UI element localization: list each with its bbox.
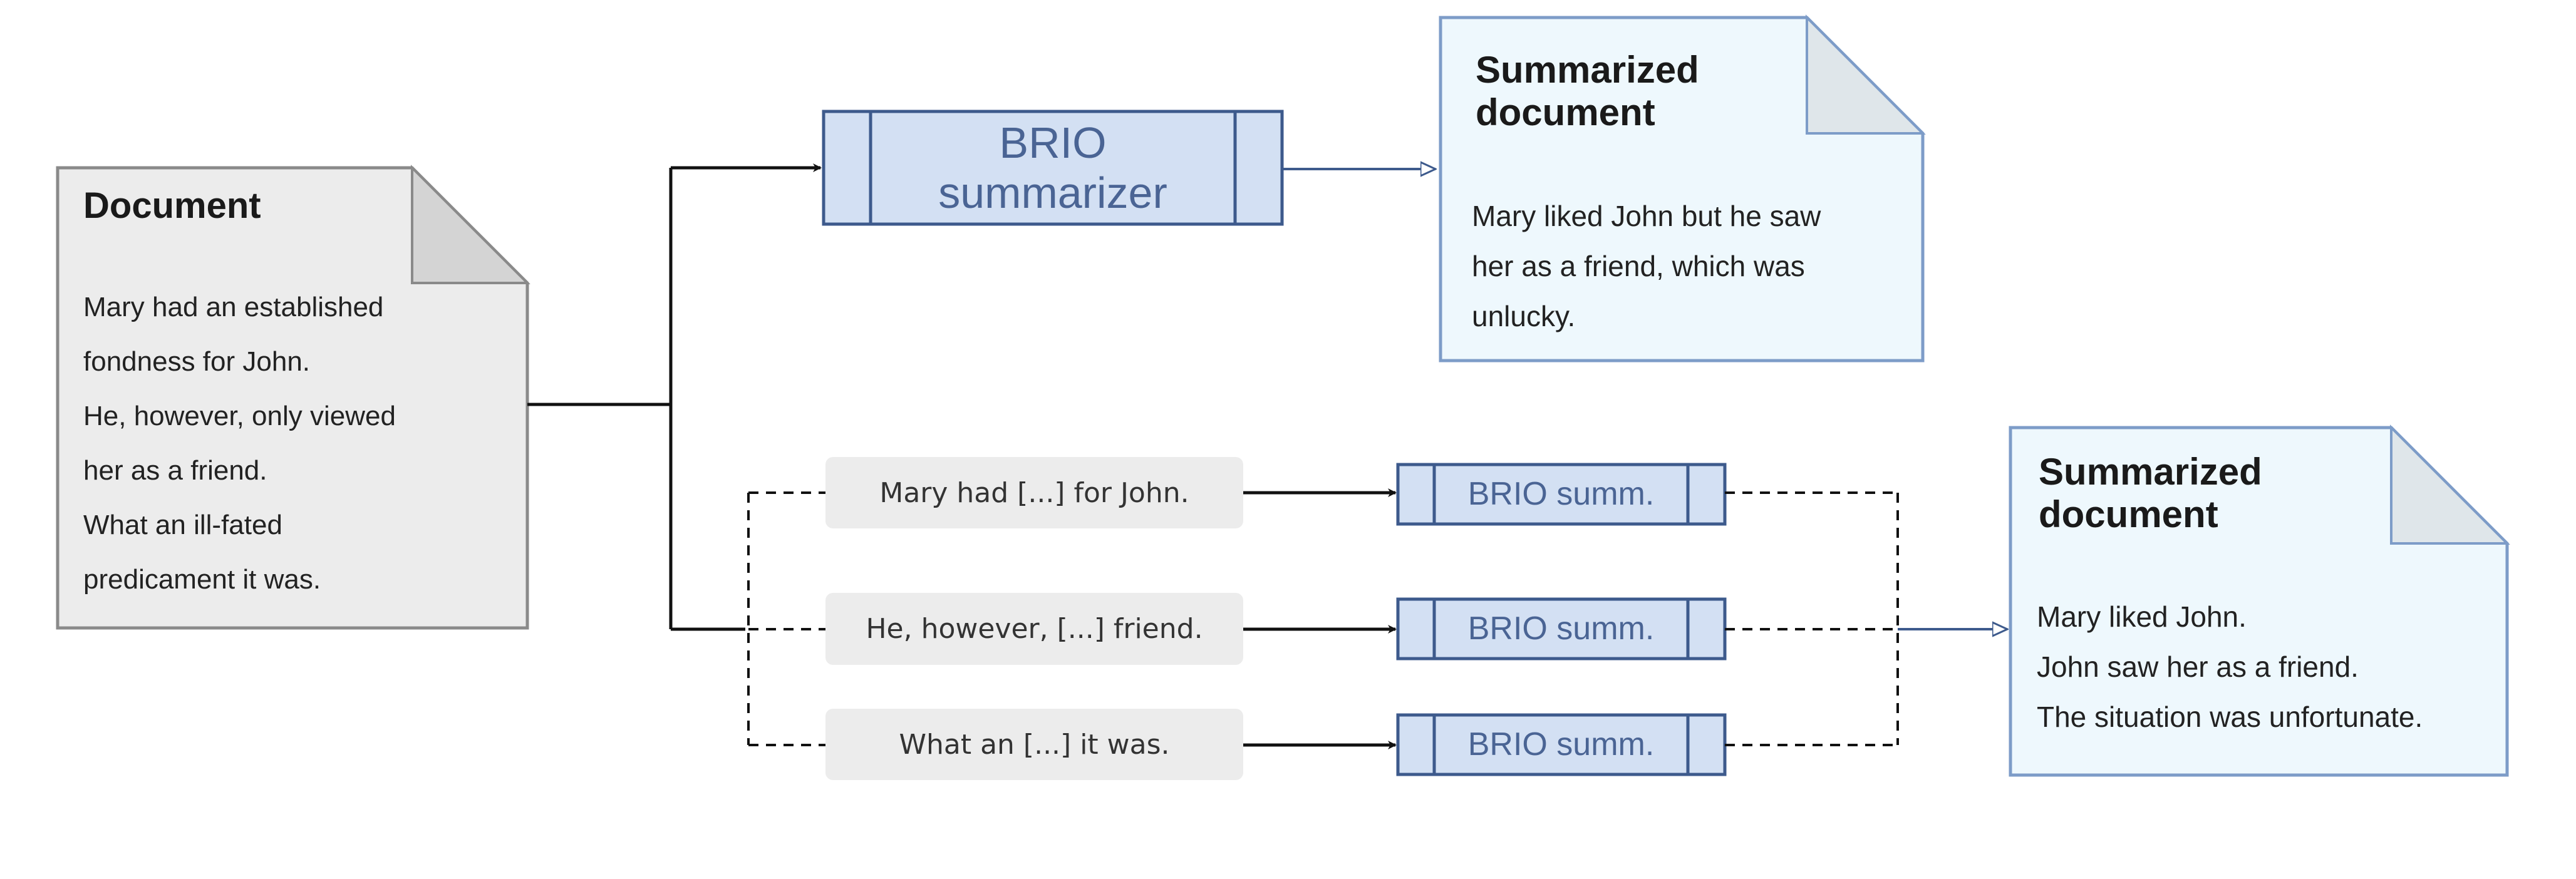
brio-small-label-3: BRIO summ. xyxy=(1467,726,1655,763)
sentence-arrows xyxy=(1243,488,1397,749)
bottom-output-line: John saw her as a friend. xyxy=(2037,650,2359,683)
top-output-line: her as a friend, which was xyxy=(1472,250,1805,282)
brio-small-label-1: BRIO summ. xyxy=(1467,475,1655,512)
input-document-title: Document xyxy=(83,185,261,226)
top-output-document-shape xyxy=(1439,14,1926,362)
sentence-pill-2: He, however, [...] friend. xyxy=(825,593,1243,665)
input-document-line: her as a friend. xyxy=(83,455,267,486)
bottom-output-line: Mary liked John. xyxy=(2037,600,2247,633)
sentence-pill-3: What an [...] it was. xyxy=(825,709,1243,780)
bottom-output-body: Mary liked John. John saw her as a frien… xyxy=(2037,592,2423,742)
input-split-connector xyxy=(527,163,822,631)
input-document-line: fondness for John. xyxy=(83,346,311,377)
top-output-line: unlucky. xyxy=(1472,300,1576,332)
top-output-line: Mary liked John but he saw xyxy=(1472,200,1821,232)
summary-merge-bracket xyxy=(1725,491,1899,746)
top-output-title: Summarized document xyxy=(1476,49,1699,133)
bottom-output-title: Summarized document xyxy=(2039,451,2262,535)
sentence-split-bracket xyxy=(747,491,825,746)
bottom-output-line: The situation was unfortunate. xyxy=(2037,701,2423,733)
bottom-output-document-shape xyxy=(2009,424,2510,777)
top-output-body: Mary liked John but he saw her as a frie… xyxy=(1472,191,1821,341)
brio-small-label-2: BRIO summ. xyxy=(1467,610,1655,647)
brio-small-box-3 xyxy=(1396,713,1727,776)
brio-small-box-2 xyxy=(1396,597,1727,661)
brio-summarizer-label: BRIO summarizer xyxy=(938,118,1167,218)
input-document-line: Mary had an established xyxy=(83,292,384,322)
input-document-shape xyxy=(56,165,530,630)
input-document-line: He, however, only viewed xyxy=(83,401,396,431)
brio-small-box-1 xyxy=(1396,463,1727,526)
sentence-pill-1: Mary had [...] for John. xyxy=(825,457,1243,528)
input-document-body: Mary had an established fondness for Joh… xyxy=(83,280,396,607)
input-document-line: What an ill-fated xyxy=(83,510,282,540)
input-document-line: predicament it was. xyxy=(83,564,321,595)
